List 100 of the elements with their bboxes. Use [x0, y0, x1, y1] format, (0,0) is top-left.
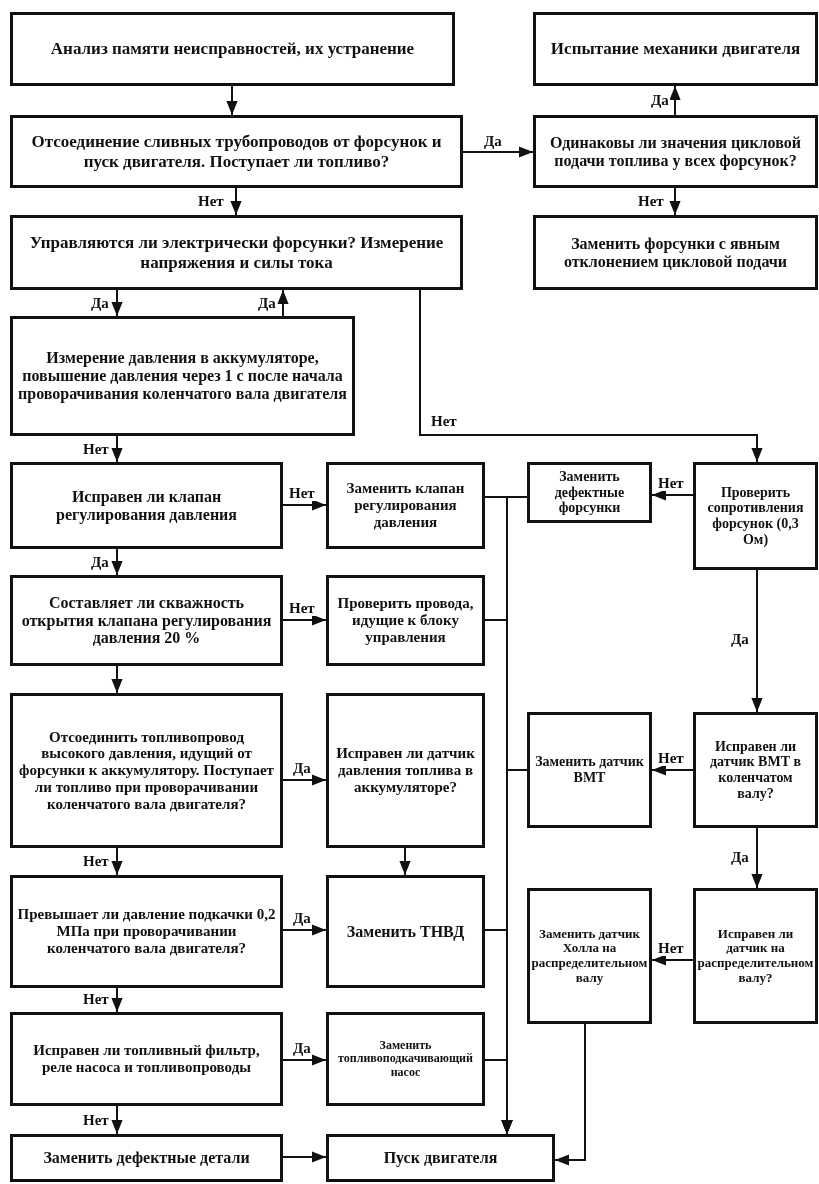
process-box [10, 1134, 283, 1182]
arrow [651, 954, 694, 966]
process-box [10, 575, 283, 666]
edge-label: Да [483, 134, 503, 149]
arrow [751, 569, 763, 713]
edge-label: Нет [82, 992, 110, 1007]
arrow [282, 614, 327, 626]
node-text: Проверить провода, идущие к блоку управления [336, 595, 475, 646]
process-box [10, 316, 355, 436]
arrow [484, 1059, 513, 1135]
arrow [462, 146, 534, 158]
arrow [230, 187, 242, 216]
process-box [326, 462, 485, 549]
edge-label: Нет [657, 751, 685, 766]
node-text: Превышает ли давление подкачки 0,2 МПа при проворачивании коленчатого вала двигателя? [17, 906, 276, 957]
edge-label: Да [257, 296, 277, 311]
arrow [111, 1105, 123, 1135]
process-box [326, 575, 485, 666]
node-text: Заменить ТНВД [346, 922, 465, 941]
edge-label: Да [90, 555, 110, 570]
arrow [651, 489, 694, 501]
node-text: Пуск двигателя [383, 1149, 498, 1167]
arrow [111, 847, 123, 876]
arrow [399, 847, 411, 876]
node-text: Исправен ли датчик ВМТ в коленчатом валу? [708, 738, 803, 802]
arrow [554, 1023, 586, 1166]
arrow [282, 499, 327, 511]
edge-label: Нет [82, 442, 110, 457]
arrow [282, 774, 327, 786]
node-text: Исправен ли датчик на распределительном валу? [697, 926, 814, 986]
arrow [651, 764, 694, 776]
arrow [111, 987, 123, 1013]
process-box [533, 215, 818, 290]
edge-label: Нет [430, 414, 458, 429]
process-box [326, 1012, 485, 1106]
node-text: Исправен ли топливный фильтр, реле насоса и топливопроводы [32, 1042, 261, 1076]
node-text: Заменить клапан регулирования давления [345, 480, 466, 531]
node-text: Проверить сопротивления форсунок (0,3 Ом) [706, 484, 805, 548]
process-box [533, 12, 818, 86]
node-text: Измерение давления в аккумуляторе, повышение давления через 1 с после начала проворачивания коленчатого вала двигателя [17, 349, 348, 403]
node-text: Исправен ли датчик давления топлива в аккумуляторе? [335, 745, 476, 796]
process-box [527, 888, 652, 1024]
node-text: Составляет ли скважность открытия клапана регулирования давления 20 % [20, 593, 273, 648]
node-text: Отсоединить топливопровод высокого давления, идущий от форсунки к аккумулятору. Поступает ли топливо при проворачивании коленчатого вала двигателя? [18, 728, 275, 813]
edge-label: Да [292, 911, 312, 926]
process-box [527, 462, 652, 523]
arrow [419, 289, 763, 463]
arrow [669, 187, 681, 216]
node-text: Заменить топливоподкачивающий насос [337, 1038, 474, 1080]
node-text: Заменить датчик ВМТ [534, 754, 645, 786]
process-box [527, 712, 652, 828]
process-box [10, 12, 455, 86]
process-box [533, 115, 818, 188]
edge-label: Да [730, 850, 750, 865]
process-box [693, 712, 818, 828]
arrow [111, 435, 123, 463]
edge-label: Да [650, 93, 670, 108]
edge-label: Нет [288, 486, 316, 501]
process-box [693, 888, 818, 1024]
process-box [10, 875, 283, 988]
edge-label: Да [292, 1041, 312, 1056]
arrow [282, 1151, 327, 1163]
arrow [111, 289, 123, 317]
arrow [669, 85, 681, 116]
node-text: Одинаковы ли значения цикловой подачи топлива у всех форсунок? [549, 133, 802, 170]
process-box [326, 693, 485, 848]
process-box [10, 115, 463, 188]
process-box [693, 462, 818, 570]
arrow [111, 665, 123, 694]
node-text: Заменить датчик Холла на распределительном валу [531, 926, 648, 986]
edge-label: Нет [288, 601, 316, 616]
node-text: Исправен ли клапан регулирования давления [55, 487, 238, 524]
node-text: Заменить форсунки с явным отклонением цикловой подачи [562, 234, 788, 271]
node-text: Испытание механики двигателя [550, 39, 801, 59]
edge-label: Нет [637, 194, 665, 209]
edge-label: Нет [82, 1113, 110, 1128]
node-text: Управляются ли электрически форсунки? Измерение напряжения и силы тока [28, 233, 445, 272]
process-box [10, 215, 463, 290]
arrow [282, 1054, 327, 1066]
node-text: Заменить дефектные форсунки [553, 469, 626, 516]
edge-label: Нет [657, 941, 685, 956]
process-box [10, 1012, 283, 1106]
node-text: Заменить дефектные детали [43, 1149, 250, 1167]
arrow [111, 548, 123, 576]
edge-label: Нет [657, 476, 685, 491]
edge-label: Нет [197, 194, 225, 209]
process-box [326, 875, 485, 988]
node-text: Анализ памяти неисправностей, их устранение [50, 39, 415, 59]
edge-label: Да [90, 296, 110, 311]
arrow [282, 924, 327, 936]
arrow [277, 289, 289, 317]
edge-label: Да [730, 632, 750, 647]
edge-label: Да [292, 761, 312, 776]
arrow [751, 827, 763, 889]
arrow [226, 85, 238, 116]
process-box [10, 462, 283, 549]
node-text: Отсоединение сливных трубопроводов от форсунок и пуск двигателя. Поступает ли топливо? [30, 132, 443, 171]
process-box [326, 1134, 555, 1182]
edge-label: Нет [82, 854, 110, 869]
process-box [10, 693, 283, 848]
